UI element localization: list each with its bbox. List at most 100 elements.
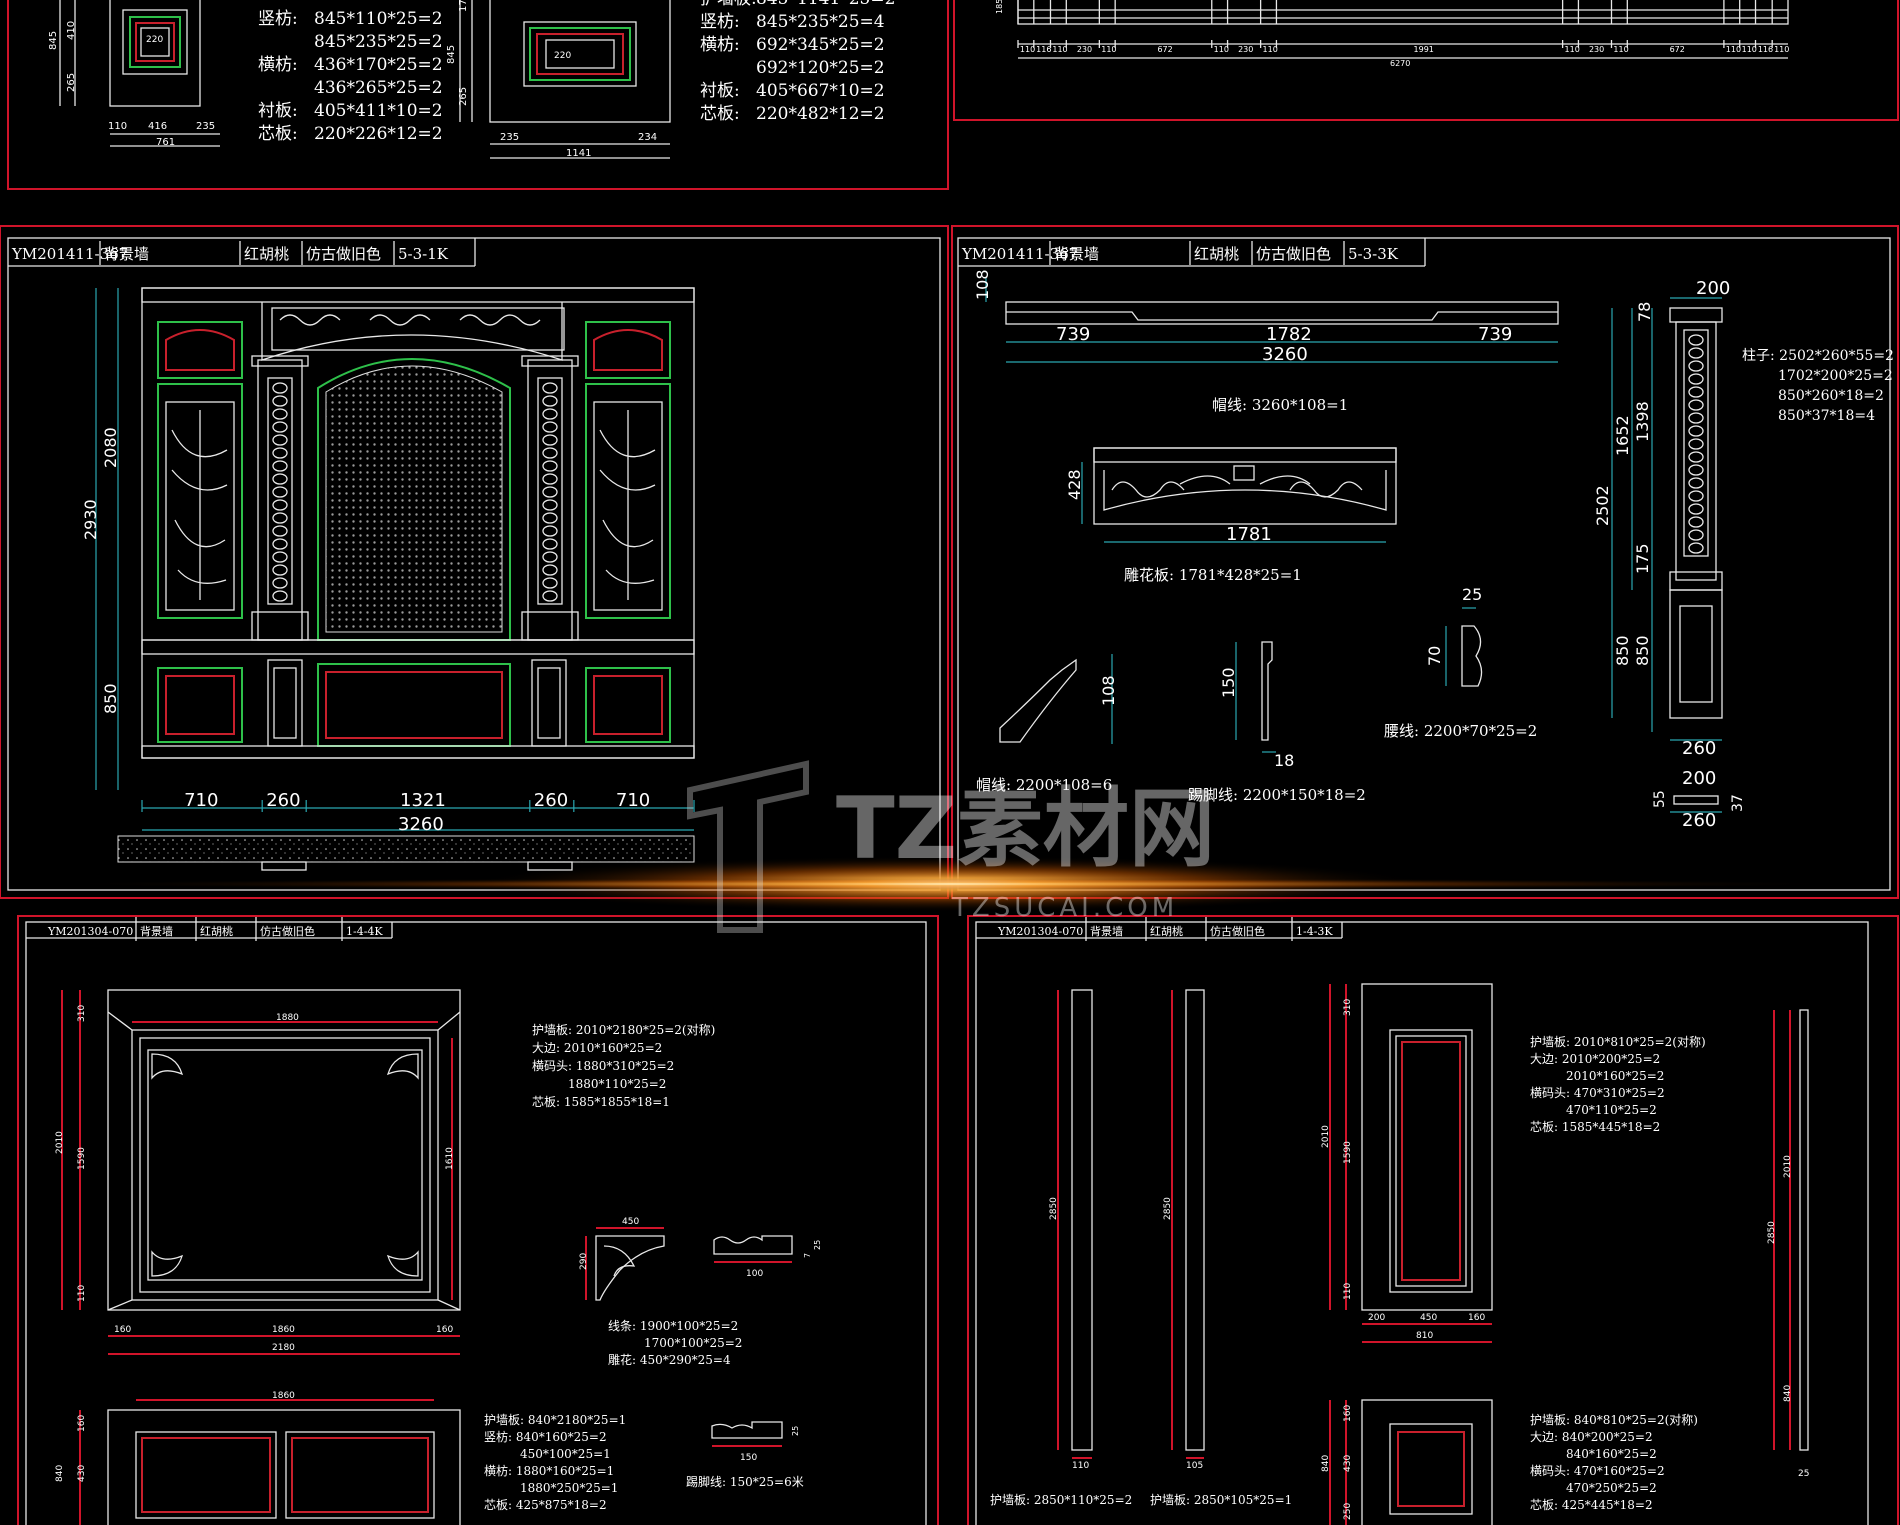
door-total: 810 — [1416, 1331, 1433, 1341]
spec-line: 护墙板: 2010*2180*25=2(对称) — [532, 1023, 715, 1037]
spec-line: 850*260*18=2 — [1778, 388, 1884, 404]
dim-845b: 845 — [446, 45, 457, 64]
dim-segment: 110 — [1020, 45, 1035, 54]
spec-label: 护墙板: — [700, 0, 757, 9]
waist-h: 70 — [1425, 646, 1444, 666]
moulding-w: 100 — [746, 1269, 763, 1279]
spec-line: 横码头: 470*310*25=2 — [1530, 1086, 1665, 1100]
cap-w: 200 — [1682, 768, 1716, 789]
dim-segment: 110 — [1726, 45, 1741, 54]
col-175: 175 — [1633, 543, 1652, 574]
spec-line: 1880*110*25=2 — [568, 1077, 666, 1091]
spec-line: 2010*160*25=2 — [1566, 1069, 1664, 1083]
spec-value: 845*235*25=4 — [756, 12, 885, 32]
dim-segment: 116 — [1758, 45, 1773, 54]
hat-h: 108 — [1099, 675, 1118, 706]
spec-line: 1700*100*25=2 — [644, 1336, 742, 1350]
col-2502: 2502 — [1593, 485, 1612, 526]
bl-1860: 1860 — [272, 1325, 295, 1335]
dim-2080: 2080 — [101, 427, 120, 468]
title-cell: 5-3-1K — [398, 245, 449, 263]
door-110: 110 — [1343, 1283, 1353, 1300]
corner-h: 290 — [579, 1253, 589, 1270]
spec-list: 护墙板: 840*2180*25=1竖枋: 840*160*25=2450*10… — [484, 1413, 626, 1512]
title-cell: 背景墙 — [1090, 924, 1123, 938]
skirting-w: 150 — [740, 1453, 757, 1463]
spec-line: 横枋: 1880*160*25=1 — [484, 1463, 614, 1478]
br-lower-840: 840 — [1321, 1455, 1331, 1472]
dim-110: 110 — [108, 121, 127, 132]
spec-line: 护墙板: 2010*810*25=2(对称) — [1530, 1035, 1706, 1049]
corner-w: 450 — [622, 1217, 639, 1227]
spec-line: 470*110*25=2 — [1566, 1103, 1657, 1117]
col-base: 260 — [1682, 738, 1716, 759]
col-850b: 850 — [1633, 635, 1652, 666]
dim-845: 845 — [48, 31, 59, 50]
spec-value: 845*110*25=2 — [314, 9, 443, 29]
spec-value: 405*667*10=2 — [756, 81, 885, 101]
strip1-w: 110 — [1072, 1461, 1089, 1471]
bl-310: 310 — [77, 1005, 87, 1022]
lower-840: 840 — [55, 1465, 65, 1482]
strip1-h: 2850 — [1049, 1197, 1059, 1220]
dim-segment: 110 — [1742, 45, 1757, 54]
title-cell: 1-4-4K — [346, 925, 383, 938]
spec-value: 692*120*25=2 — [756, 58, 885, 78]
door-w1: 200 — [1368, 1313, 1385, 1323]
title-cell: YM201304-070 — [997, 925, 1083, 938]
dim-segment: 710 — [184, 790, 218, 811]
spec-line: 470*250*25=2 — [1566, 1481, 1657, 1495]
spec-value: 692*345*25=2 — [756, 35, 885, 55]
spec-label: 芯板: — [700, 104, 740, 124]
panel-top-left: 220 845 410 265 110 416 235 761 竖枋:845*1… — [7, 0, 949, 190]
dim-segment: 672 — [1670, 45, 1685, 54]
carving-h: 428 — [1065, 469, 1084, 500]
dim-850: 850 — [101, 683, 120, 714]
title-cell: 红胡桃 — [200, 924, 233, 938]
dim-265: 265 — [66, 73, 77, 92]
spec-value: 220*226*12=2 — [314, 124, 443, 144]
door-1590: 1590 — [1343, 1141, 1353, 1164]
dim-segment: 110 — [1214, 45, 1229, 54]
door-310: 310 — [1343, 999, 1353, 1016]
dim-segment: 1991 — [1414, 45, 1434, 54]
title-cell: 背景墙 — [1054, 245, 1099, 263]
dim-416: 416 — [148, 121, 167, 132]
dim-segment: 110 — [1263, 45, 1278, 54]
bl-top-w: 1880 — [276, 1013, 299, 1023]
panel-border — [17, 915, 939, 1525]
title-cell: YM201411-367 — [961, 245, 1078, 263]
spec-value: 845*1141*25=2 — [756, 0, 895, 9]
spec-value: 436*170*25=2 — [314, 55, 443, 75]
strip2-label: 护墙板: 2850*105*25=1 — [1150, 1493, 1292, 1507]
waist-label: 腰线: 2200*70*25=2 — [1384, 722, 1537, 740]
dim-segment: 230 — [1238, 45, 1253, 54]
title-cell: 仿古做旧色 — [260, 924, 315, 938]
side-2850: 2850 — [1767, 1221, 1777, 1244]
spec-line: 护墙板: 840*810*25=2(对称) — [1530, 1413, 1698, 1427]
strip2-w: 105 — [1186, 1461, 1203, 1471]
bl-160b: 160 — [436, 1325, 453, 1335]
title-cell: 红胡桃 — [1150, 924, 1183, 938]
spec-label: 竖枋: — [700, 12, 740, 32]
kick-label: 踢脚线: 2200*150*18=2 — [1188, 786, 1366, 804]
waist-w: 25 — [1462, 585, 1482, 604]
dim-3260: 3260 — [398, 814, 444, 835]
dim-234: 234 — [638, 132, 657, 143]
spec-line: 大边: 840*200*25=2 — [1530, 1430, 1653, 1444]
col-850a: 850 — [1613, 635, 1632, 666]
cap-h: 55 — [1652, 790, 1668, 808]
cornice-a: 739 — [1056, 324, 1090, 345]
spec-list: 竖枋:845*110*25=2845*235*25=2横枋:436*170*25… — [258, 9, 443, 144]
spec-label: 横枋: — [700, 35, 740, 55]
panel-border — [967, 915, 1899, 1525]
dim-1141: 1141 — [566, 148, 591, 159]
spec-line: 1880*250*25=1 — [520, 1481, 618, 1495]
title-cell: 仿古做旧色 — [1256, 245, 1331, 263]
cornice-total: 3260 — [1262, 344, 1308, 365]
dim-segment: 110 — [1101, 45, 1116, 54]
